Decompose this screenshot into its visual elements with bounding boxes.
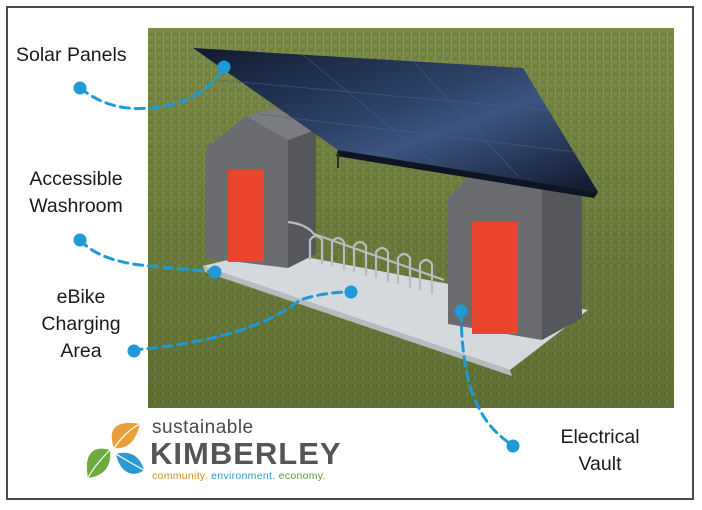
label-vault-line1: Electrical <box>560 426 640 448</box>
vault-door <box>472 222 518 334</box>
label-washroom-line2: Washroom <box>29 195 123 217</box>
label-electrical-vault: Electrical Vault <box>540 424 660 478</box>
label-accessible-washroom: Accessible Washroom <box>22 166 130 220</box>
logo-tagline: community. environment. economy. <box>152 470 326 482</box>
tagline-environment: environment. <box>211 470 276 482</box>
vault-callout-dot-start <box>454 304 468 318</box>
washroom-door <box>228 170 264 262</box>
label-ebike-line2: Charging <box>41 313 121 335</box>
bike-rack <box>287 220 445 294</box>
solar-panel-array <box>193 48 598 198</box>
vault-callout-dot-end <box>506 439 520 453</box>
tagline-community: community. <box>152 470 208 482</box>
leaf-mark-icon <box>86 422 145 479</box>
label-ebike-line3: Area <box>60 340 102 362</box>
washroom-callout-dot-start <box>73 233 87 247</box>
concrete-pad <box>203 250 588 370</box>
washroom-callout-line <box>78 238 217 274</box>
ebike-callout-dot-end <box>344 285 358 299</box>
vault-callout-line <box>459 310 514 447</box>
label-vault-line2: Vault <box>578 453 622 475</box>
ebike-callout-line <box>131 290 352 352</box>
washroom-building <box>206 108 316 268</box>
solar-callout-dot-end <box>217 60 231 74</box>
label-solar-panels: Solar Panels <box>16 44 127 66</box>
solar-callout-dot-start <box>73 81 87 95</box>
logo-word-sustainable: sustainable <box>152 417 254 438</box>
sustainable-kimberley-logo: sustainable KIMBERLEY community. environ… <box>80 417 342 488</box>
washroom-callout-dot-end <box>208 265 222 279</box>
tagline-economy: economy. <box>278 470 326 482</box>
solar-callout-line <box>78 66 226 111</box>
label-washroom-line1: Accessible <box>29 168 123 190</box>
rendered-scene <box>148 28 674 408</box>
label-ebike-charging-area: eBike Charging Area <box>36 284 126 365</box>
logo-word-kimberley: KIMBERLEY <box>150 436 342 471</box>
scene-illustration <box>148 28 674 408</box>
ebike-callout-dot-start <box>127 344 141 358</box>
label-ebike-line1: eBike <box>56 286 106 308</box>
